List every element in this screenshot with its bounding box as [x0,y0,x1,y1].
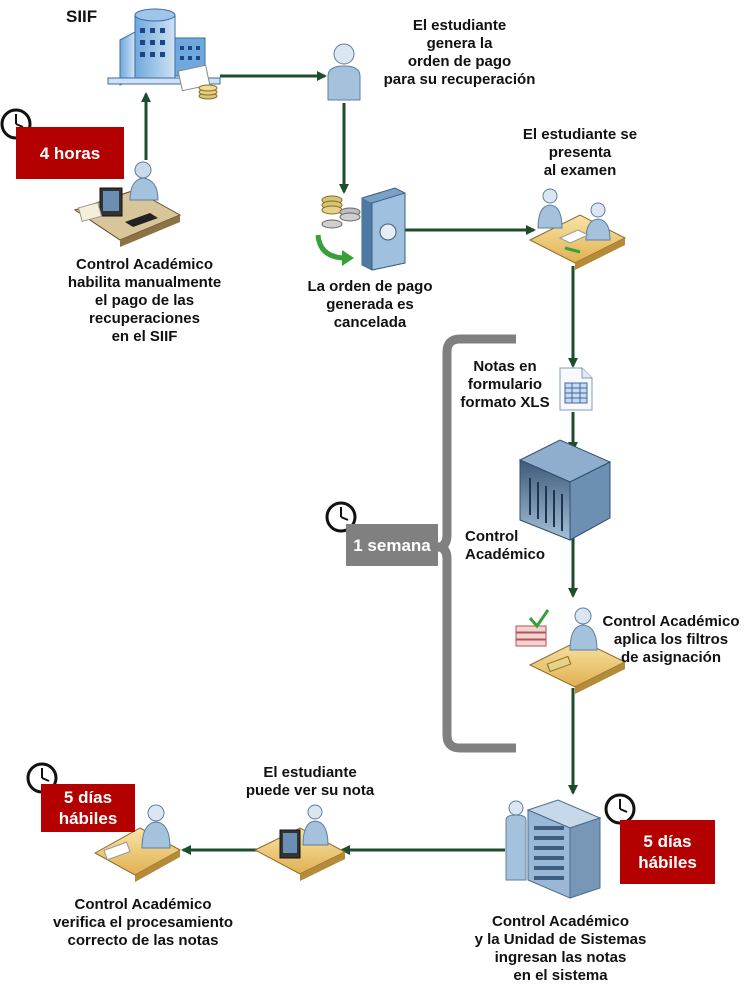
server-rack-icon [505,799,602,899]
label-verifica: Control Académico verifica el procesamie… [52,896,234,949]
coins-safe-icon [315,187,406,271]
data-center-icon [518,439,612,541]
label-ingresan-notas: Control Académico y la Unidad de Sistema… [474,913,647,984]
connectors [141,71,578,855]
label-control-academico: Control Académico [465,528,546,563]
person-computer-desk-icon [73,161,182,247]
clock-icon [604,793,636,825]
label-aplica-filtros: Control Académico aplica los filtros de … [602,613,740,666]
spreadsheet-icon [559,367,593,411]
building-server-icon [107,8,221,100]
label-estudiante-examen: El estudiante se presenta al examen [522,126,638,179]
person-icon [327,43,361,101]
label-control-habilita: Control Académico habilita manualmente e… [67,256,222,345]
duration-badge-4-horas: 4 horas [16,127,124,179]
label-orden-cancelada: La orden de pago generada es cancelada [307,278,433,331]
duration-badge-5-dias-left: 5 días hábiles [41,784,135,832]
duration-badge-1-semana: 1 semana [346,524,438,566]
label-ver-nota: El estudiante puede ver su nota [245,764,375,799]
duration-badge-5-dias-right: 5 días hábiles [620,820,715,884]
computer-desk-icon [253,804,347,881]
person-desk-documents-icon [515,607,627,694]
label-estudiante-genera: El estudiante genera la orden de pago pa… [383,17,536,88]
siif-title: SIIF [66,7,98,26]
person-computer-desk-icon [93,804,182,882]
desk-meeting-icon [528,188,627,270]
label-notas-xls: Notas en formulario formato XLS [460,358,550,411]
